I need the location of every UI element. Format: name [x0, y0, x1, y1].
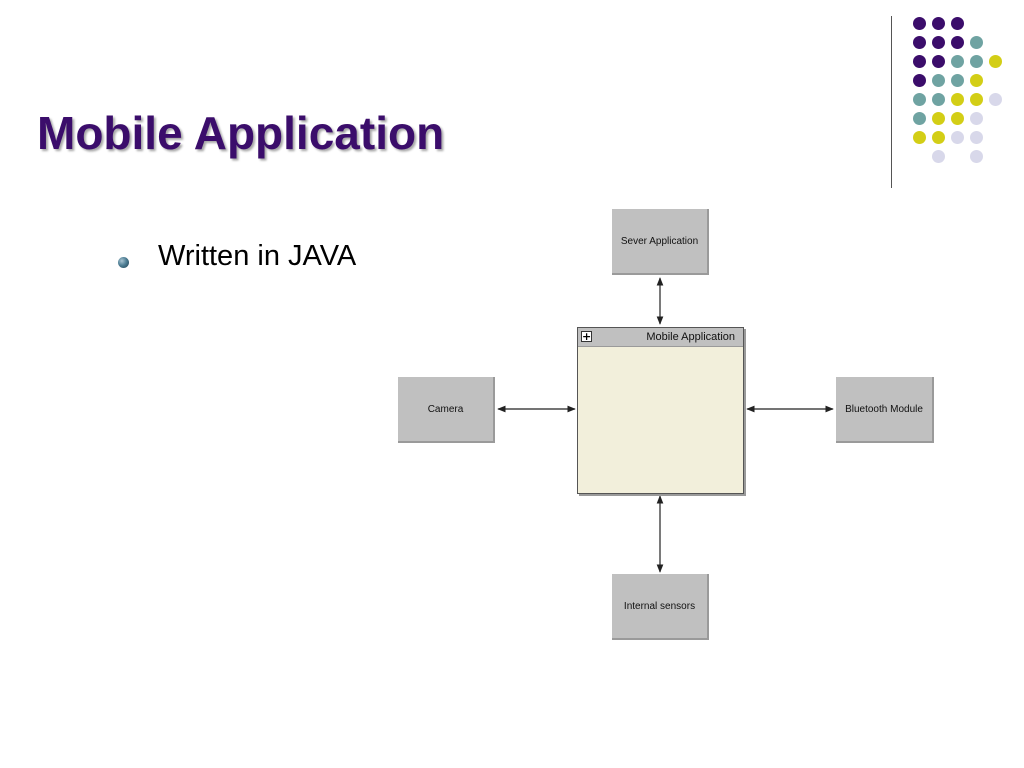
- decorative-dot: [988, 92, 1002, 106]
- decorative-dot: [950, 73, 964, 87]
- decorative-dot: [931, 149, 945, 163]
- box-sever-application: Sever Application: [612, 209, 709, 275]
- decorative-dot: [912, 92, 926, 106]
- decorative-dot: [912, 16, 926, 30]
- decorative-dot: [969, 35, 983, 49]
- bullet-text: Written in JAVA: [158, 240, 357, 272]
- decorative-dot: [950, 16, 964, 30]
- decorative-divider: [891, 16, 892, 188]
- decorative-dot: [950, 54, 964, 68]
- decorative-dot: [950, 111, 964, 125]
- decorative-dot: [931, 92, 945, 106]
- decorative-dot: [912, 130, 926, 144]
- decorative-dot: [950, 130, 964, 144]
- bullet-icon: [118, 257, 129, 268]
- box-mobile-application-label: Mobile Application: [646, 331, 735, 343]
- box-camera: Camera: [398, 377, 495, 443]
- decorative-dot: [912, 35, 926, 49]
- box-internal-sensors-label: Internal sensors: [623, 600, 696, 612]
- decorative-dot: [950, 35, 964, 49]
- decorative-dot: [969, 54, 983, 68]
- decorative-dot: [969, 92, 983, 106]
- slide-title: Mobile Application: [37, 107, 445, 159]
- plus-expand-icon[interactable]: +: [581, 330, 592, 343]
- box-mobile-application-header: + Mobile Application: [578, 328, 743, 347]
- box-mobile-application: + Mobile Application: [577, 327, 744, 494]
- decorative-dot: [931, 35, 945, 49]
- decorative-dot: [931, 111, 945, 125]
- decorative-dot: [931, 130, 945, 144]
- decorative-dot: [931, 54, 945, 68]
- decorative-dot: [950, 92, 964, 106]
- decorative-dot: [931, 16, 945, 30]
- decorative-dot: [931, 73, 945, 87]
- decorative-dot: [969, 73, 983, 87]
- decorative-dot: [912, 111, 926, 125]
- decorative-dot: [912, 73, 926, 87]
- decorative-dot: [912, 54, 926, 68]
- box-camera-label: Camera: [427, 403, 464, 415]
- decorative-dot: [988, 54, 1002, 68]
- decorative-dot: [969, 149, 983, 163]
- box-sever-application-label: Sever Application: [620, 235, 699, 247]
- box-bluetooth-module: Bluetooth Module: [836, 377, 934, 443]
- box-internal-sensors: Internal sensors: [612, 574, 709, 640]
- decorative-dot: [969, 130, 983, 144]
- box-bluetooth-module-label: Bluetooth Module: [845, 403, 923, 415]
- decorative-dot: [969, 111, 983, 125]
